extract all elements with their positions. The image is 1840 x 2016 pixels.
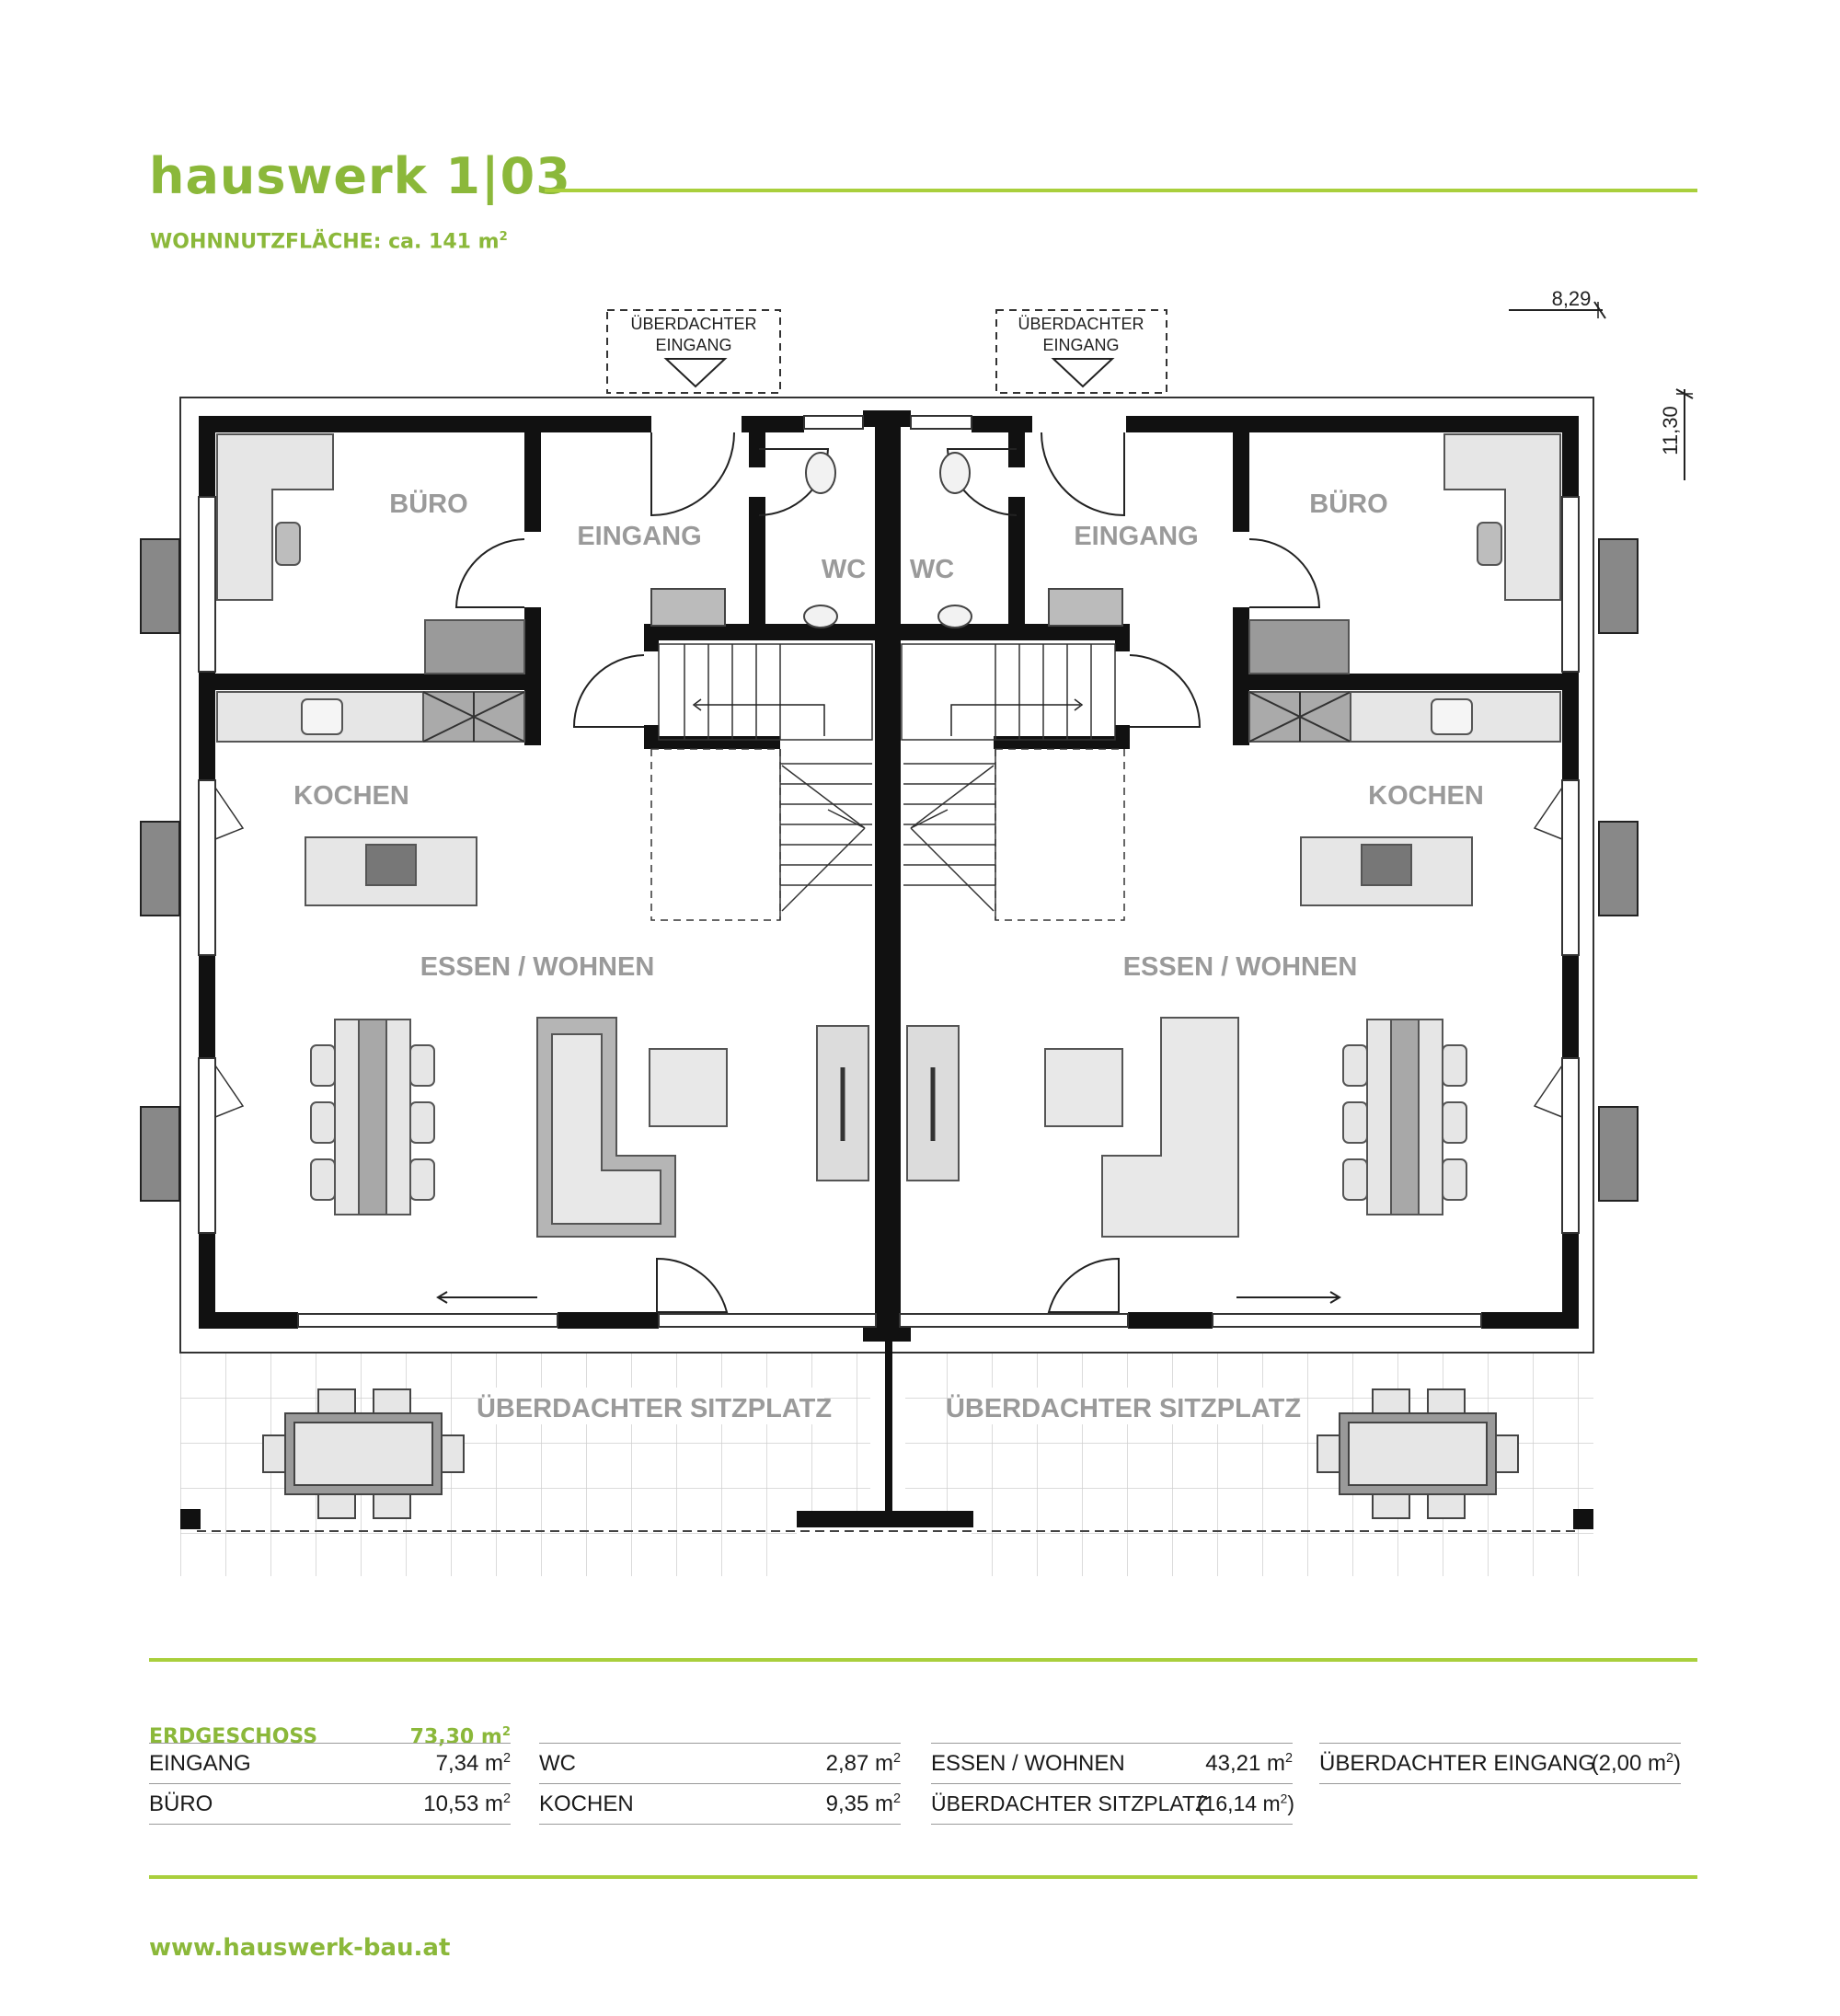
- sliding-door-arrows: [436, 1291, 1341, 1304]
- floor-plan: ÜBERDACHTER EINGANG ÜBERDACHTER EINGANG …: [140, 287, 1694, 1576]
- row-value-eingang: 7,34 m2: [435, 1751, 511, 1776]
- room-label-eingang: EINGANG: [1074, 522, 1198, 551]
- stairs: [650, 643, 1125, 921]
- room-label-essen-wohnen: ESSEN / WOHNEN: [1123, 952, 1358, 982]
- row-rule: [539, 1824, 901, 1825]
- dimension-width-label: 8,29: [1552, 287, 1592, 310]
- row-rule: [539, 1783, 901, 1784]
- outer-outline: [179, 397, 1594, 1354]
- office-desks: [216, 433, 1561, 674]
- dining-tables: [310, 1019, 1467, 1215]
- room-label-eingang: EINGANG: [577, 522, 701, 551]
- kitchen-counters: [216, 691, 1561, 906]
- covered-entrance-left: ÜBERDACHTER EINGANG: [606, 309, 781, 394]
- table-bottom-rule: [149, 1875, 1697, 1879]
- floor-label: ERDGESCHOSS: [149, 1725, 318, 1748]
- row-label-sitzplatz: ÜBERDACHTER SITZPLATZ: [931, 1791, 1209, 1815]
- dimension-depth-label: 11,30: [1659, 406, 1682, 455]
- room-label-essen-wohnen: ESSEN / WOHNEN: [420, 952, 655, 982]
- row-rule: [149, 1824, 511, 1825]
- row-rule: [539, 1743, 901, 1744]
- row-label-wc: WC: [539, 1751, 576, 1776]
- row-rule: [931, 1743, 1293, 1744]
- page-title: hauswerk 1|03: [149, 147, 571, 205]
- row-rule: [149, 1743, 511, 1744]
- website-link[interactable]: www.hauswerk-bau.at: [149, 1934, 451, 1962]
- room-label-sitzplatz: ÜBERDACHTER SITZPLATZ: [477, 1393, 832, 1423]
- terrace-tables: [262, 1388, 1519, 1519]
- room-label-buero: BÜRO: [389, 489, 467, 519]
- row-rule: [149, 1783, 511, 1784]
- dimension-width: 8,29: [1509, 287, 1606, 319]
- covered-entrance-label: ÜBERDACHTER: [1018, 315, 1144, 333]
- living-area-label: WOHNNUTZFLÄCHE: ca. 141 m2: [150, 230, 508, 254]
- windows: [198, 415, 1580, 1328]
- wc-fixtures: [650, 452, 1123, 628]
- row-label-buero: BÜRO: [149, 1791, 213, 1816]
- row-value-essen-wohnen: 43,21 m2: [1205, 1751, 1293, 1776]
- room-label-wc: WC: [822, 555, 866, 584]
- row-label-eingang: EINGANG: [149, 1751, 251, 1776]
- covered-entrance-label: EINGANG: [1042, 336, 1119, 354]
- row-rule: [1319, 1743, 1681, 1744]
- covered-entrance-label: EINGANG: [655, 336, 731, 354]
- room-labels: BÜRO BÜRO EINGANG EINGANG WC WC KOCHEN K…: [293, 489, 1484, 1424]
- row-value-ueberdachter-eingang: (2,00 m2): [1591, 1751, 1681, 1776]
- row-rule: [931, 1824, 1293, 1825]
- room-label-wc: WC: [910, 555, 954, 584]
- table-top-rule: [149, 1658, 1697, 1662]
- row-value-wc: 2,87 m2: [825, 1751, 901, 1776]
- sofas: [536, 1017, 1239, 1238]
- row-label-essen-wohnen: ESSEN / WOHNEN: [931, 1751, 1125, 1776]
- row-value-sitzplatz: (16,14 m2): [1196, 1791, 1294, 1815]
- row-rule: [1319, 1783, 1681, 1784]
- row-value-kochen: 9,35 m2: [825, 1791, 901, 1816]
- dimension-depth: 11,30: [1659, 388, 1694, 480]
- covered-entrance-label: ÜBERDACHTER: [630, 315, 756, 333]
- title-rule: [545, 189, 1697, 192]
- row-label-ueberdachter-eingang: ÜBERDACHTER EINGANG: [1319, 1751, 1596, 1776]
- room-label-buero: BÜRO: [1309, 489, 1387, 519]
- room-label-sitzplatz: ÜBERDACHTER SITZPLATZ: [946, 1393, 1301, 1423]
- row-label-kochen: KOCHEN: [539, 1791, 634, 1816]
- room-label-kochen: KOCHEN: [293, 781, 409, 811]
- shutters: [140, 538, 1639, 1202]
- room-label-kochen: KOCHEN: [1368, 781, 1484, 811]
- row-value-buero: 10,53 m2: [423, 1791, 511, 1816]
- floor-area: 73,30 m2: [409, 1725, 511, 1749]
- row-rule: [931, 1783, 1293, 1784]
- covered-entrance-right: ÜBERDACHTER EINGANG: [995, 309, 1167, 394]
